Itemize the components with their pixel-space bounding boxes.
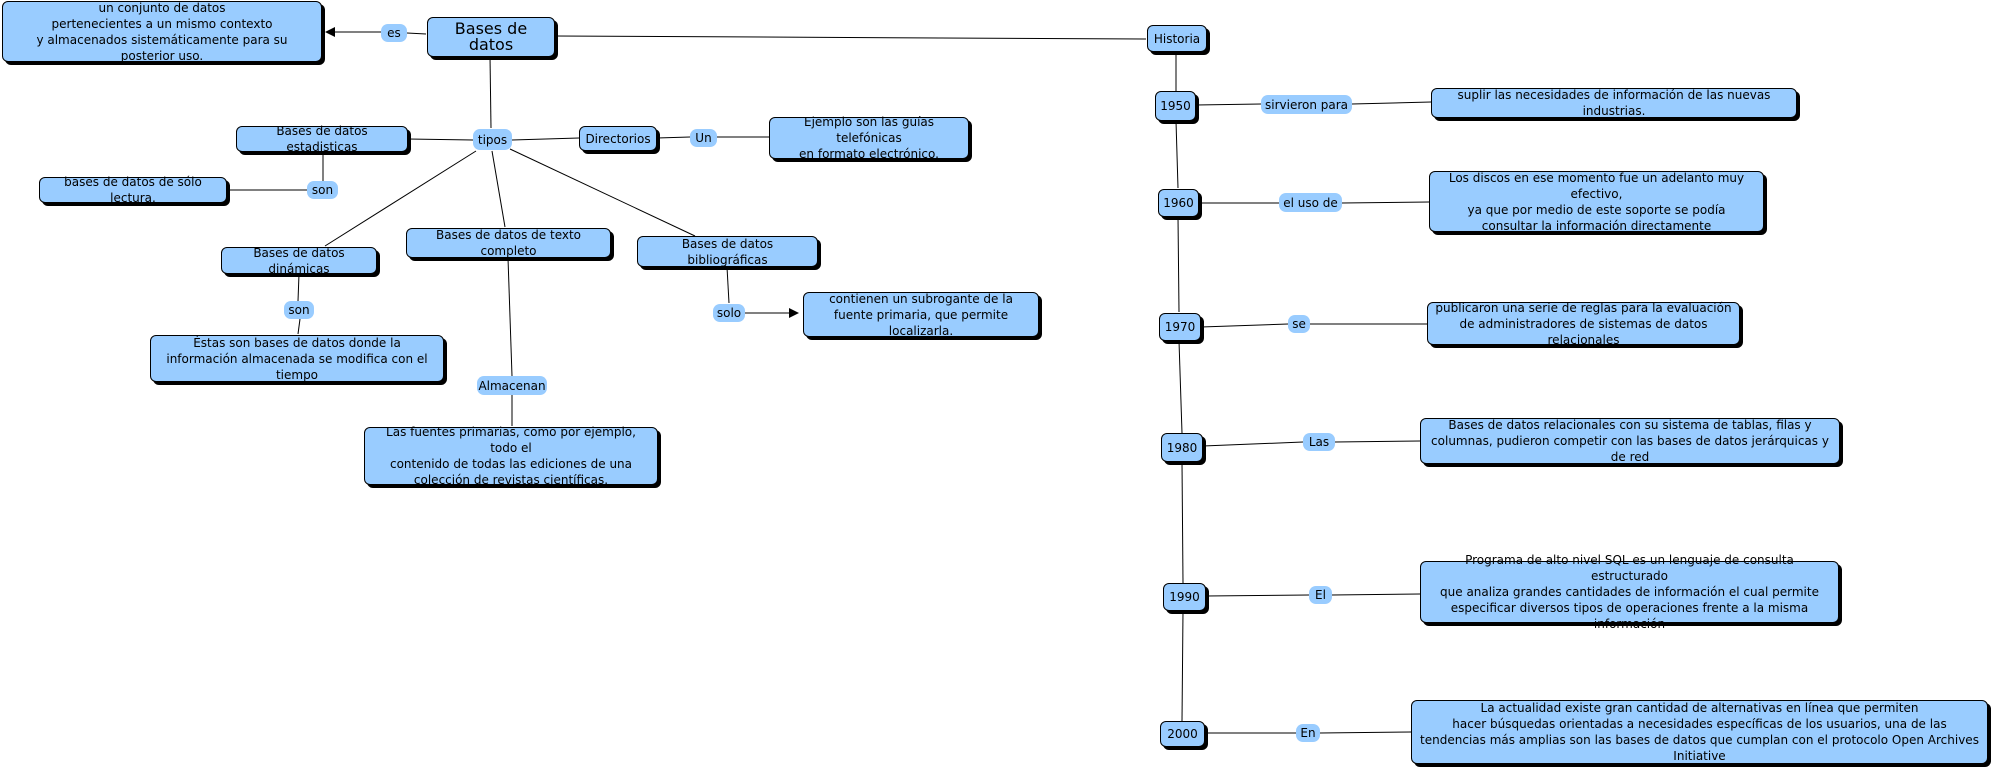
link-sirvieron-para[interactable]: sirvieron para: [1261, 95, 1352, 114]
concept-fuentes[interactable]: Las fuentes primarias, como por ejemplo,…: [364, 425, 658, 487]
concept-definition[interactable]: un conjunto de datos pertenecientes a un…: [2, 1, 322, 63]
link-solo[interactable]: solo: [713, 304, 745, 322]
link-las[interactable]: Las: [1303, 433, 1335, 451]
concept-guias[interactable]: Ejemplo son las guías telefónicas en for…: [769, 115, 969, 161]
timeline-text-1950[interactable]: suplir las necesidades de información de…: [1431, 88, 1797, 118]
link-tipos[interactable]: tipos: [473, 129, 512, 150]
link-son-estadisticas[interactable]: son: [307, 181, 338, 199]
link-el-uso-de[interactable]: el uso de: [1279, 193, 1342, 212]
timeline-text-1970[interactable]: publicaron una serie de reglas para la e…: [1427, 301, 1740, 347]
year-1970[interactable]: 1970: [1159, 313, 1201, 341]
year-1980[interactable]: 1980: [1161, 433, 1203, 462]
timeline-text-2000[interactable]: La actualidad existe gran cantidad de al…: [1411, 700, 1988, 764]
concept-estadisticas[interactable]: Bases de datos estadisticas: [236, 124, 408, 154]
year-1960[interactable]: 1960: [1158, 189, 1199, 217]
concept-bases-de-datos[interactable]: Bases de datos: [427, 17, 555, 57]
concept-subrogante[interactable]: contienen un subrogante de la fuente pri…: [803, 292, 1039, 338]
link-en[interactable]: En: [1296, 724, 1320, 742]
link-almacenan[interactable]: Almacenan: [477, 376, 547, 395]
concept-directorios[interactable]: Directorios: [579, 126, 657, 151]
concept-dinamicas[interactable]: Bases de datos dinámicas: [221, 246, 377, 276]
link-un[interactable]: Un: [690, 129, 717, 147]
concept-bibliograficas[interactable]: Bases de datos bibliográficas: [637, 236, 818, 267]
concept-historia[interactable]: Historia: [1147, 25, 1207, 52]
year-2000[interactable]: 2000: [1160, 721, 1205, 747]
concept-solo-lectura[interactable]: bases de datos de sólo lectura.: [39, 175, 227, 205]
timeline-text-1960[interactable]: Los discos en ese momento fue un adelant…: [1429, 171, 1764, 233]
link-se[interactable]: se: [1288, 315, 1310, 333]
link-es[interactable]: es: [381, 24, 407, 42]
link-son-dinamicas[interactable]: son: [284, 301, 314, 319]
year-1990[interactable]: 1990: [1163, 583, 1206, 611]
timeline-text-1990[interactable]: Programa de alto nivel SQL es un lenguaj…: [1420, 553, 1839, 631]
timeline-text-1980[interactable]: Bases de datos relacionales con su siste…: [1420, 418, 1840, 464]
link-el[interactable]: El: [1309, 586, 1332, 604]
concept-texto-completo[interactable]: Bases de datos de texto completo: [406, 228, 611, 258]
concept-dinamicas-desc[interactable]: Éstas son bases de datos donde la inform…: [150, 335, 444, 382]
year-1950[interactable]: 1950: [1155, 91, 1196, 121]
